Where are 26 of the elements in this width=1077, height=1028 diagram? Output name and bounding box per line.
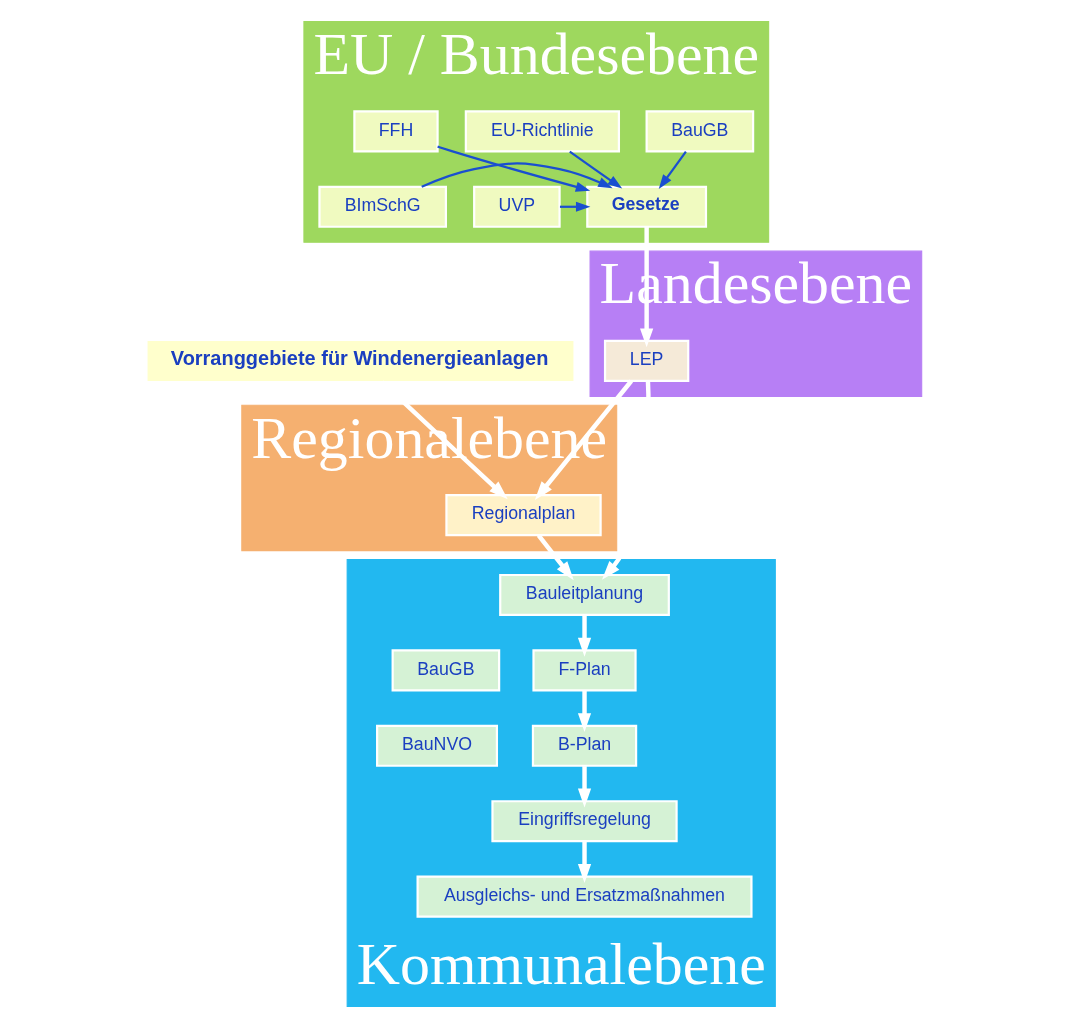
node-box: Ausgleichs- und Ersatzmaßnahmen: [416, 875, 753, 918]
node-box: Regionalplan: [445, 494, 602, 537]
node-box: BImSchG: [318, 185, 447, 228]
node-box: BauGB: [391, 649, 501, 692]
arrow: [536, 534, 574, 581]
node-box: UVP: [473, 185, 561, 228]
arrow: [577, 615, 592, 657]
arrow: [421, 162, 613, 189]
arrow: [569, 150, 623, 189]
node-box: EU-Richtlinie: [464, 110, 620, 153]
node-box: Eingriffsregelung: [491, 800, 678, 843]
node-box: FFH: [353, 110, 439, 153]
arrow: [601, 380, 651, 580]
node-box: BauNVO: [376, 724, 499, 767]
node-box: B-Plan: [531, 724, 638, 767]
node-box: LEP: [603, 339, 690, 383]
arrow: [577, 690, 592, 733]
arrow: [577, 841, 592, 883]
arrow: [437, 145, 591, 192]
node-box: Bauleitplanung: [499, 573, 670, 617]
node-box: F-Plan: [532, 649, 637, 692]
node-box: Vorranggebiete für Windenergieanlagen: [145, 338, 576, 384]
node-box: Gesetze: [586, 185, 708, 228]
arrow: [577, 766, 592, 808]
arrow: [658, 151, 687, 190]
node-box: BauGB: [645, 110, 755, 153]
